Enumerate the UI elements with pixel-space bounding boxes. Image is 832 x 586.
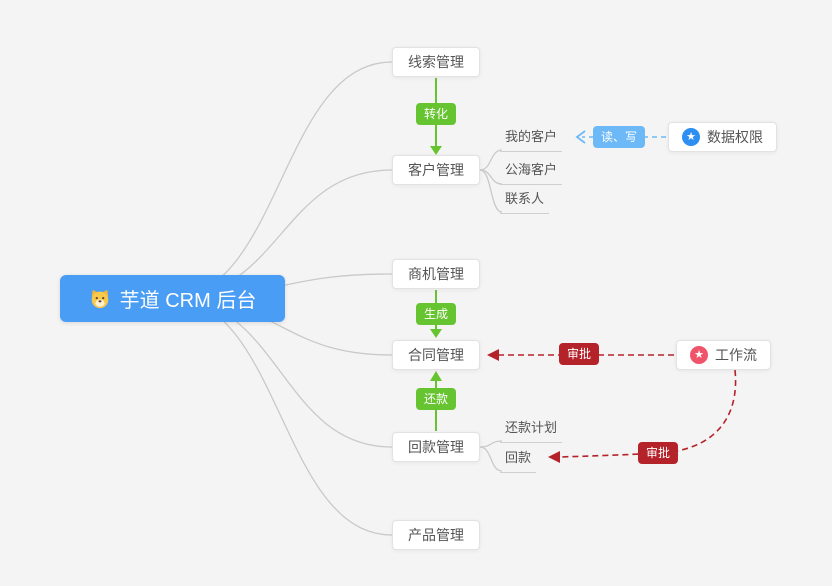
node-label: 工作流 xyxy=(715,347,757,363)
arrowhead-down-customers xyxy=(430,146,442,155)
node-label: 商机管理 xyxy=(408,266,464,282)
badge-convert: 转化 xyxy=(415,103,457,125)
edge-receivables-plan xyxy=(479,440,503,448)
badge-repay: 还款 xyxy=(415,388,457,410)
leaf-contacts[interactable]: 联系人 xyxy=(500,190,550,214)
node-workflow[interactable]: ★ 工作流 xyxy=(676,340,771,370)
node-customer-management[interactable]: 客户管理 xyxy=(392,155,480,185)
star-circle-red-icon: ★ xyxy=(690,346,708,364)
edge-root-products xyxy=(169,297,393,536)
node-product-management[interactable]: 产品管理 xyxy=(392,520,480,550)
node-label: 客户管理 xyxy=(408,162,464,178)
node-label: 合同管理 xyxy=(408,347,464,363)
edge-customers-my xyxy=(479,149,503,171)
node-data-permission[interactable]: ★ 数据权限 xyxy=(668,122,777,152)
node-leads-management[interactable]: 线索管理 xyxy=(392,47,480,77)
node-receivable-management[interactable]: 回款管理 xyxy=(392,432,480,462)
node-label: 回款管理 xyxy=(408,439,464,455)
leaf-public-sea-customers[interactable]: 公海客户 xyxy=(500,161,563,185)
badge-generate: 生成 xyxy=(415,303,457,325)
leaf-my-customers[interactable]: 我的客户 xyxy=(500,128,563,152)
star-circle-blue-icon: ★ xyxy=(682,128,700,146)
arrowhead-up-contracts xyxy=(430,371,442,381)
leaf-payment[interactable]: 回款 xyxy=(500,449,537,473)
arrowhead-left-contracts xyxy=(487,349,499,361)
edge-customers-contacts xyxy=(479,169,503,213)
root-node-crm-backend[interactable]: 芋道 CRM 后台 xyxy=(60,275,285,322)
badge-read-write: 读、写 xyxy=(592,126,646,148)
node-contract-management[interactable]: 合同管理 xyxy=(392,340,480,370)
node-label: 线索管理 xyxy=(408,54,464,70)
node-opportunity-management[interactable]: 商机管理 xyxy=(392,259,480,289)
badge-approve-contract: 审批 xyxy=(558,343,600,365)
badge-approve-receivable: 审批 xyxy=(637,442,679,464)
leaf-repayment-plan[interactable]: 还款计划 xyxy=(500,419,563,443)
root-node-label: 芋道 CRM 后台 xyxy=(119,290,257,312)
arrowhead-left-payment xyxy=(548,451,560,463)
edge-root-leads xyxy=(169,61,393,299)
arrowhead-down-contracts xyxy=(430,329,442,338)
node-label: 产品管理 xyxy=(408,527,464,543)
node-label: 数据权限 xyxy=(707,129,763,145)
arrowhead-left-my-customers xyxy=(575,130,586,144)
dog-logo-icon xyxy=(89,288,111,310)
edge-receivables-payment xyxy=(479,446,503,472)
